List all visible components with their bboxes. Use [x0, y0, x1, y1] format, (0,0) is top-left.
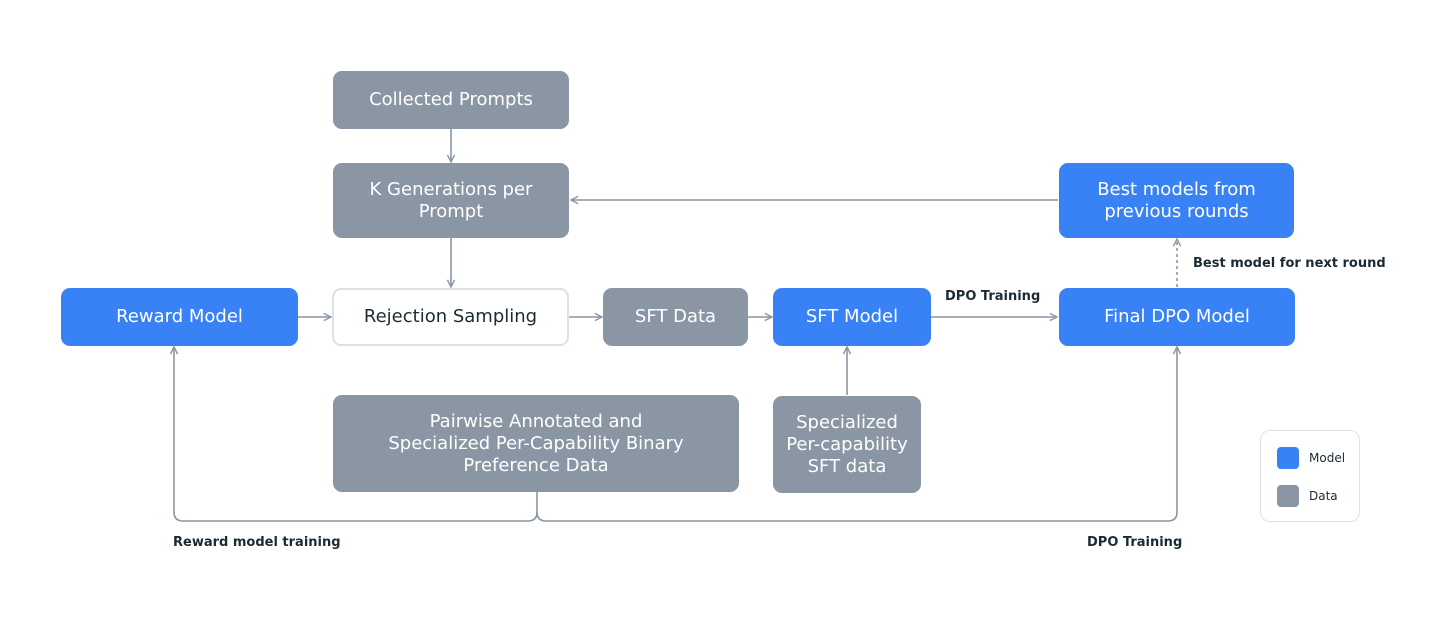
label-dpo-training-top: DPO Training — [945, 289, 1041, 304]
legend-item-model: Model — [1277, 447, 1345, 469]
legend: Model Data — [1260, 430, 1360, 522]
node-k-generations: K Generations per Prompt — [333, 163, 569, 238]
node-sft-model: SFT Model — [773, 288, 931, 346]
node-sft-data: SFT Data — [603, 288, 748, 346]
node-best-models: Best models from previous rounds — [1059, 163, 1294, 238]
legend-swatch-model — [1277, 447, 1299, 469]
edge-pairwise-to-reward — [174, 347, 538, 522]
label-reward-model-training: Reward model training — [173, 535, 341, 550]
label-dpo-training-bottom: DPO Training — [1087, 535, 1183, 550]
node-final-dpo-model: Final DPO Model — [1059, 288, 1295, 346]
legend-label-model: Model — [1309, 451, 1346, 465]
legend-item-data: Data — [1277, 485, 1338, 507]
label-best-model-next-round: Best model for next round — [1193, 256, 1386, 271]
edge-pairwise-to-dpo — [536, 347, 1177, 522]
node-rejection-sampling: Rejection Sampling — [332, 288, 569, 346]
node-collected-prompts: Collected Prompts — [333, 71, 569, 129]
legend-swatch-data — [1277, 485, 1299, 507]
node-reward-model: Reward Model — [61, 288, 298, 346]
legend-label-data: Data — [1309, 489, 1338, 503]
node-pairwise-preference-data: Pairwise Annotated and Specialized Per-C… — [333, 395, 739, 492]
node-specialized-sft-data: Specialized Per-capability SFT data — [773, 396, 921, 493]
